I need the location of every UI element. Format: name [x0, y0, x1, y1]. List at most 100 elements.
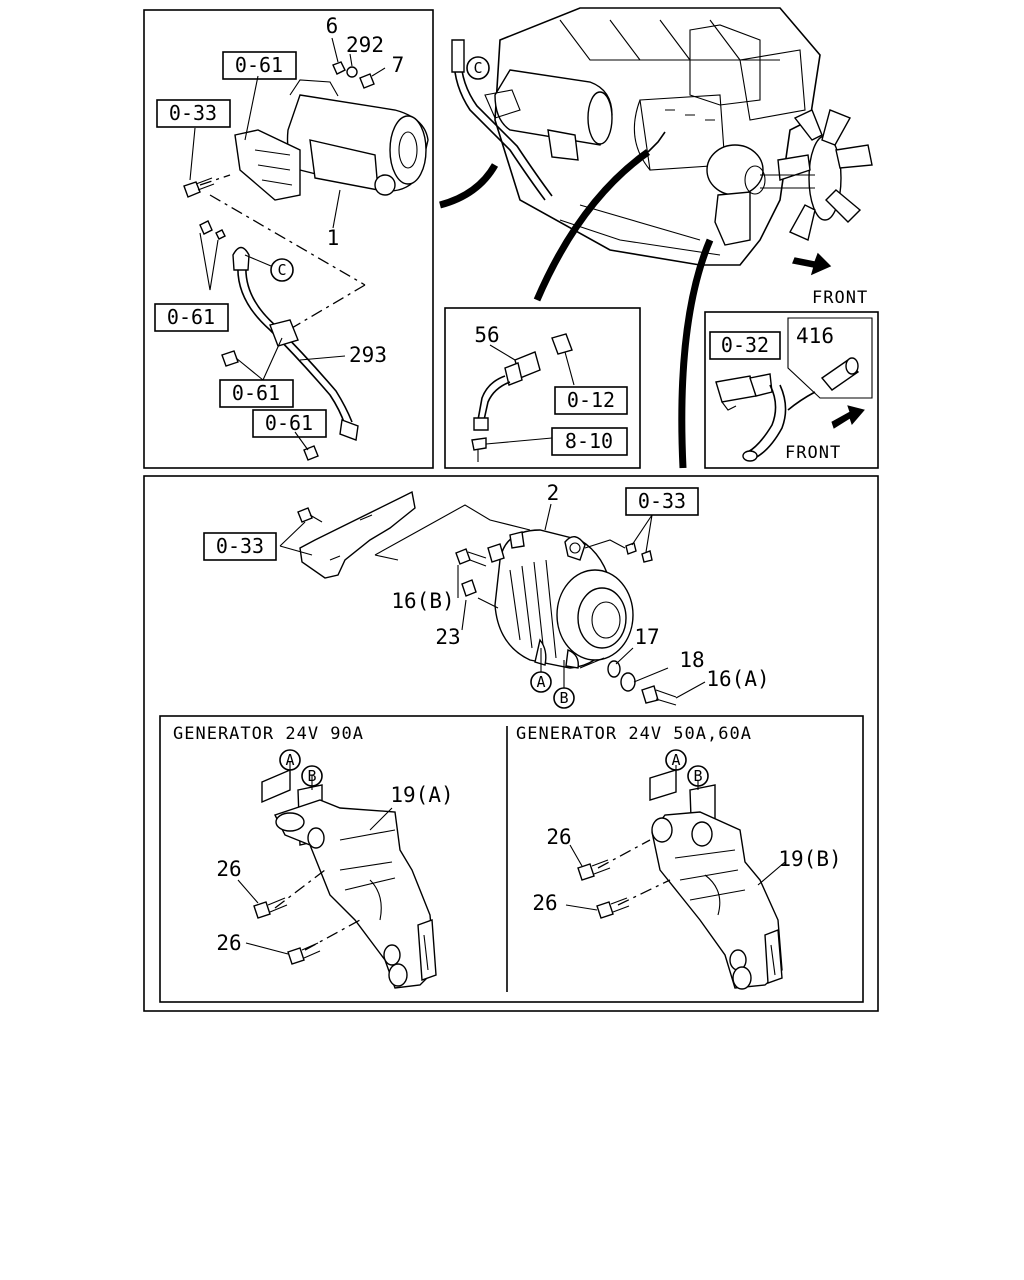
bracket-50a-dashes — [597, 839, 671, 906]
starter-washer-292 — [346, 66, 358, 78]
bracket-50a-leaders — [675, 765, 786, 886]
starter-leader-1 — [332, 189, 341, 229]
ref-box-0-61-left — [154, 303, 229, 332]
bolt-16a — [641, 685, 677, 706]
bracket-50a-bolt-leaders — [565, 844, 598, 911]
part-16a: 16(A) — [706, 667, 769, 691]
circle-b-90a-label: B — [307, 767, 316, 785]
nut-23 — [461, 579, 477, 597]
ref-box-0-12 — [554, 386, 628, 415]
part-26-50a-lower: 26 — [532, 891, 557, 915]
part-23: 23 — [435, 625, 460, 649]
ref-box-0-33-starter — [156, 99, 231, 128]
spacer-416-drawing — [820, 357, 860, 391]
part-2: 2 — [547, 481, 560, 505]
part-16b: 16(B) — [391, 589, 454, 613]
sensor-leaders — [485, 344, 575, 445]
ref-box-0-33-gen-right — [625, 487, 699, 516]
sensor-panel-frame — [444, 307, 641, 469]
bracket-subpanel-frame — [159, 715, 864, 1003]
part-1: 1 — [327, 226, 340, 250]
circle-b-50a-label: B — [693, 767, 702, 785]
generator-leaders — [279, 503, 706, 699]
part-6: 6 — [326, 14, 339, 38]
bracket-90a-leaders — [289, 762, 393, 831]
bolt-16b — [455, 548, 487, 567]
starter-dash-2 — [279, 284, 366, 336]
connector-drawing — [715, 373, 787, 462]
part-19a: 19(A) — [390, 783, 453, 807]
front-arrow-connector — [831, 405, 865, 429]
ref-0-33-gen-left: 0-33 — [216, 534, 264, 558]
part-26-90a-lower: 26 — [216, 931, 241, 955]
generator-bracket-link — [374, 504, 531, 556]
engine-cable-lug — [451, 39, 465, 73]
starter-dash-3 — [199, 174, 231, 186]
generator-nuts-0-33 — [625, 542, 653, 563]
front-arrow-engine — [792, 252, 832, 276]
connector-inset-arrow — [787, 391, 816, 411]
part-416: 416 — [796, 324, 834, 348]
starter-bolt-0-33 — [183, 177, 215, 198]
circle-c-starter-leader — [244, 254, 272, 267]
callout-curve-connector — [678, 238, 714, 469]
alternator-drawing — [487, 529, 634, 669]
engine-starter-drawing — [484, 69, 613, 161]
circle-b-90a — [301, 765, 323, 787]
circle-a-90a — [279, 749, 301, 771]
bracket-19a-drawing — [261, 768, 437, 989]
starter-leaders — [189, 37, 386, 451]
ref-0-61-top: 0-61 — [235, 53, 283, 77]
ref-box-0-61-mid — [219, 379, 294, 408]
ref-0-12: 0-12 — [567, 388, 615, 412]
ref-8-10: 8-10 — [565, 429, 613, 453]
ref-box-0-61-top — [222, 51, 297, 80]
ref-box-0-33-gen-left — [203, 532, 277, 561]
callout-curve-sensor — [533, 149, 651, 302]
ref-0-61-bottom: 0-61 — [265, 411, 313, 435]
bracket-90a-bolts — [253, 897, 321, 965]
engine-cable — [453, 44, 546, 201]
starter-nuts-0-61 — [199, 220, 226, 240]
connector-inset-frame — [787, 317, 873, 399]
part-19b: 19(B) — [778, 847, 841, 871]
circle-leaders-generator — [540, 648, 565, 688]
engine-block-drawing — [494, 7, 821, 266]
sensor-drawing — [471, 333, 573, 462]
circle-a-90a-label: A — [285, 751, 294, 769]
bracket-19b-drawing — [649, 769, 783, 990]
bracket-50a-bolts — [577, 859, 630, 919]
part-7: 7 — [392, 53, 405, 77]
circle-b-50a — [687, 765, 709, 787]
callout-curve-starter — [439, 163, 499, 209]
engine-cable-inner — [460, 44, 553, 197]
bracket-90a-bolt-leaders — [237, 879, 289, 955]
starter-dash-1 — [209, 194, 366, 286]
ref-0-61-left: 0-61 — [167, 305, 215, 329]
generator-bracket-link-2 — [374, 554, 399, 561]
circle-c-starter — [270, 258, 294, 282]
ref-box-8-10 — [551, 427, 628, 456]
generator-adjust-bracket — [297, 490, 416, 579]
engine-sensor-wire — [647, 131, 666, 153]
generator-dash-right — [584, 539, 626, 549]
front-label-engine: FRONT — [812, 288, 868, 308]
bracket-50a-title: GENERATOR 24V 50A,60A — [516, 724, 752, 744]
engine-alternator-drawing — [706, 144, 815, 246]
ref-box-0-32 — [709, 331, 781, 360]
starter-nut-6 — [332, 61, 346, 75]
connector-panel-frame — [704, 311, 879, 469]
part-18: 18 — [679, 648, 704, 672]
circle-a-generator — [530, 671, 552, 693]
part-56: 56 — [474, 323, 499, 347]
ref-box-0-61-bottom — [252, 409, 327, 438]
starter-motor-drawing — [234, 79, 429, 201]
starter-cable-293 — [232, 246, 359, 441]
part-26-50a-upper: 26 — [546, 825, 571, 849]
starter-panel-frame — [143, 9, 434, 469]
circle-b-generator — [553, 687, 575, 709]
front-label-connector: FRONT — [785, 443, 841, 463]
part-293: 293 — [349, 343, 387, 367]
part-17: 17 — [634, 625, 659, 649]
